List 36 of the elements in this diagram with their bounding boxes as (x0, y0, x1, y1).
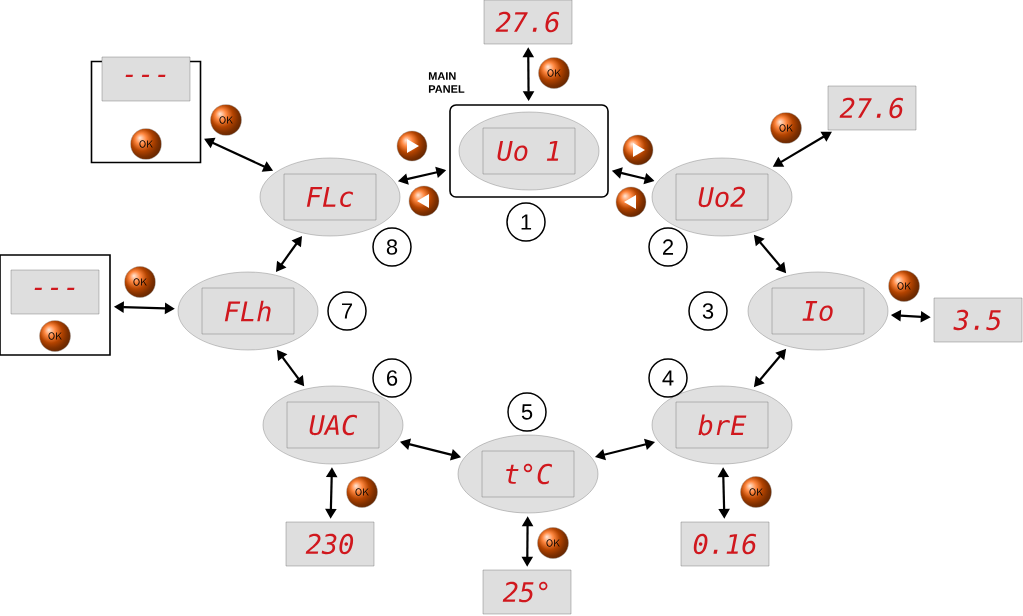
value-display: --- (10, 269, 100, 315)
ok-button: OK (39, 320, 71, 352)
menu-display: FLc (259, 157, 401, 237)
ok-button: OK (130, 128, 162, 160)
menu-display: t°C (457, 434, 599, 514)
step-number: 6 (372, 358, 412, 398)
step-number: 5 (507, 392, 547, 432)
ok-button: OK (124, 266, 156, 298)
value-display: 230 (285, 521, 375, 567)
panel-frame (0, 254, 111, 356)
step-number: 2 (648, 227, 688, 267)
menu-display: brE (651, 385, 793, 465)
value-display: 27.6 (483, 0, 573, 45)
value-display: 0.16 (680, 521, 770, 567)
menu-display: FLh (177, 271, 319, 351)
menu-display: UAC (262, 385, 404, 465)
menu-display: Uo2 (651, 157, 793, 237)
ok-button: OK (537, 527, 569, 559)
step-number: 3 (688, 291, 728, 331)
value-display: --- (101, 56, 191, 102)
step-number: 8 (372, 227, 412, 267)
step-number: 4 (648, 358, 688, 398)
ok-button: OK (538, 57, 570, 89)
ok-button: OK (346, 476, 378, 508)
value-display: 3.5 (933, 297, 1023, 343)
ok-button: OK (740, 476, 772, 508)
step-number: 7 (327, 291, 367, 331)
value-display: 27.6 (827, 85, 917, 131)
ok-button: OK (210, 104, 242, 136)
panel-heading: MAIN PANEL (428, 72, 465, 93)
menu-display: Uo 1 (458, 111, 600, 191)
step-number: 1 (506, 202, 546, 242)
ok-button: OK (770, 112, 802, 144)
value-display: 25° (482, 569, 572, 615)
menu-display: Io (747, 271, 889, 351)
ok-button: OK (888, 270, 920, 302)
